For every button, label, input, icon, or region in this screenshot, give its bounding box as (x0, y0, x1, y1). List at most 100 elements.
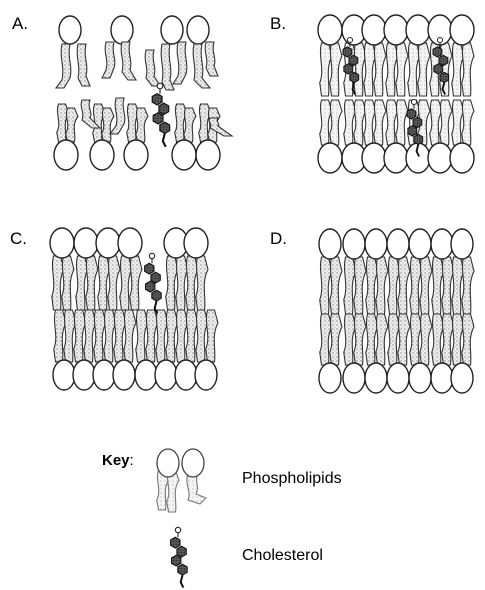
lipid-tail (395, 99, 409, 146)
panel-c-membrane (49, 227, 219, 391)
lipid-tail (195, 255, 209, 311)
lipid-head (52, 359, 76, 391)
lipid-head (318, 228, 342, 260)
lipid-tail-fragment (120, 41, 137, 81)
lipid-head (383, 14, 409, 46)
cholesterol-molecule (170, 526, 188, 589)
lipid-tail (85, 255, 99, 311)
cholesterol-hydroxyl (346, 36, 354, 44)
lipid-tail (107, 255, 121, 311)
cholesterol-ring (349, 71, 360, 84)
lipid-head (195, 139, 221, 171)
lipid-tail (375, 313, 389, 366)
phospholipid (194, 309, 219, 391)
lipid-tail (373, 99, 387, 146)
cholesterol-molecule (151, 82, 171, 148)
phospholipid (386, 313, 411, 394)
lipid-head (110, 15, 134, 45)
cholesterol-hydroxyl (156, 82, 164, 90)
lipid-head (171, 139, 197, 171)
panel-d-membrane (318, 228, 475, 394)
phospholipid (450, 313, 475, 394)
phospholipid (52, 309, 77, 391)
lipid-tail (363, 42, 377, 97)
lipid-head (449, 142, 475, 174)
lipid-head (361, 142, 387, 174)
cholesterol-ring (170, 536, 181, 549)
phospholipid (364, 228, 389, 315)
lipid-tail (165, 309, 179, 363)
phospholipid (405, 14, 431, 97)
cholesterol-tail (179, 574, 185, 589)
cholesterol-ring (151, 289, 162, 302)
phospholipid (89, 103, 115, 171)
lipid-tail (129, 255, 143, 311)
lipid-tail-fragment (208, 117, 234, 137)
cholesterol-ring (406, 108, 417, 120)
phospholipid (110, 15, 134, 45)
lipid-head (405, 14, 431, 46)
cholesterol-ring (176, 545, 187, 558)
lipid-tail (186, 473, 207, 505)
lipid-tail (101, 107, 115, 143)
phospholipid (449, 99, 475, 174)
cholesterol-molecule (406, 98, 424, 157)
lipid-head (318, 362, 342, 394)
key-icons (156, 448, 207, 589)
lipid-tail-fragment (76, 43, 91, 87)
key-cholesterol-label: Cholesterol (242, 547, 323, 564)
lipid-tail (329, 313, 343, 366)
lipid-tail (135, 107, 149, 143)
cholesterol-ring (439, 71, 450, 84)
phospholipid (317, 99, 343, 174)
lipid-tail (441, 313, 455, 366)
lipid-tail-fragment (192, 43, 212, 89)
phospholipid (117, 227, 143, 311)
lipid-head (342, 362, 366, 394)
lipid-tail (397, 256, 411, 315)
lipid-head (364, 362, 388, 394)
lipid-tail (451, 42, 465, 97)
phospholipid (112, 309, 137, 391)
lipid-head (342, 228, 366, 260)
phospholipid (383, 99, 409, 174)
lipid-tail (83, 309, 97, 363)
lipid-head (430, 362, 454, 394)
phospholipid-icon (156, 448, 207, 513)
panel-d-label: D. (270, 229, 287, 248)
lipid-tail-fragment (108, 97, 126, 135)
phospholipid (430, 313, 455, 394)
phospholipid (408, 313, 433, 394)
lipid-tail (407, 42, 421, 97)
phospholipid (154, 309, 179, 391)
lipid-head (117, 227, 143, 259)
lipid-tail (461, 313, 475, 366)
cholesterol-ring (342, 46, 353, 58)
lipid-head (194, 359, 218, 391)
panel-b-label: B. (270, 14, 287, 33)
lipid-head (450, 362, 474, 394)
lipid-head (58, 15, 82, 45)
lipid-head (95, 227, 121, 259)
lipid-tail (329, 42, 343, 97)
cholesterol-ring (432, 46, 443, 58)
cholesterol-molecule (342, 36, 360, 95)
phospholipid (341, 99, 367, 174)
lipid-head (383, 142, 409, 174)
panel-a-label: A. (12, 14, 29, 33)
lipid-head (430, 228, 454, 260)
lipid-tail (329, 256, 343, 315)
lipid-tail (417, 99, 431, 146)
cholesterol-hydroxyl (148, 252, 156, 260)
phospholipid (361, 14, 387, 97)
lipid-head (53, 139, 79, 171)
cholesterol-tail (351, 82, 356, 95)
lipid-tail (61, 255, 75, 311)
cholesterol-ring (348, 54, 359, 67)
phospholipid (92, 309, 117, 391)
lipid-head (317, 142, 343, 174)
lipid-tail-fragment (144, 49, 161, 87)
key-phospholipids-label: Phospholipids (242, 470, 342, 487)
lipid-head (361, 14, 387, 46)
